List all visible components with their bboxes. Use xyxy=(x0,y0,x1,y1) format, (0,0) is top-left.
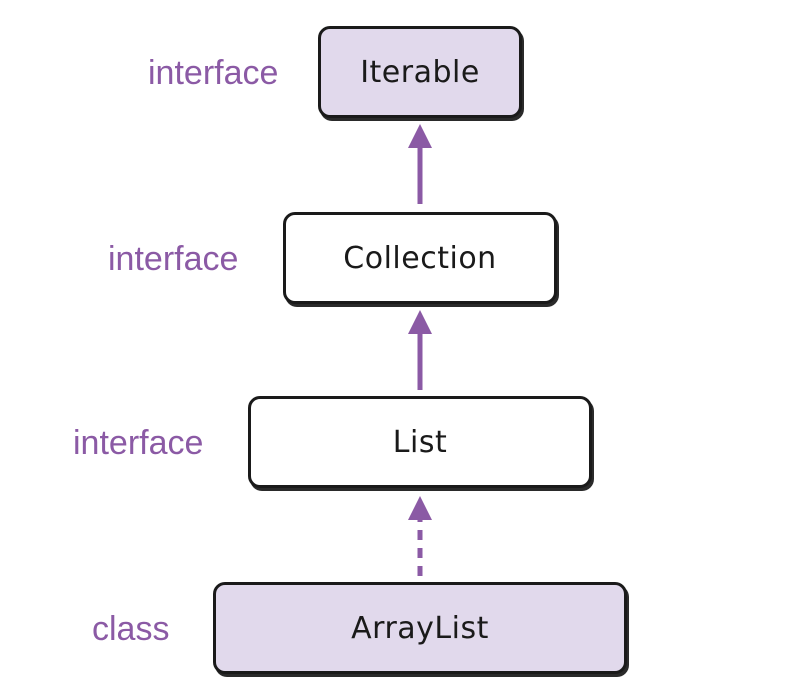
kind-label-iterable: interface xyxy=(148,54,279,92)
kind-label-list: interface xyxy=(73,424,204,462)
arrowhead-icon xyxy=(408,124,432,148)
node-arraylist: ArrayList xyxy=(213,582,627,674)
node-label-arraylist: ArrayList xyxy=(351,610,489,646)
node-iterable: Iterable xyxy=(318,26,522,118)
kind-label-collection: interface xyxy=(108,240,239,278)
edge-collection-to-iterable xyxy=(408,124,432,204)
node-collection: Collection xyxy=(283,212,557,304)
edge-arraylist-to-list xyxy=(408,496,432,576)
kind-label-arraylist: class xyxy=(92,610,170,648)
arrowhead-icon xyxy=(408,496,432,520)
node-label-collection: Collection xyxy=(343,240,497,276)
node-list: List xyxy=(248,396,592,488)
edge-list-to-collection xyxy=(408,310,432,390)
node-label-list: List xyxy=(392,424,448,460)
node-label-iterable: Iterable xyxy=(360,54,480,90)
arrowhead-icon xyxy=(408,310,432,334)
